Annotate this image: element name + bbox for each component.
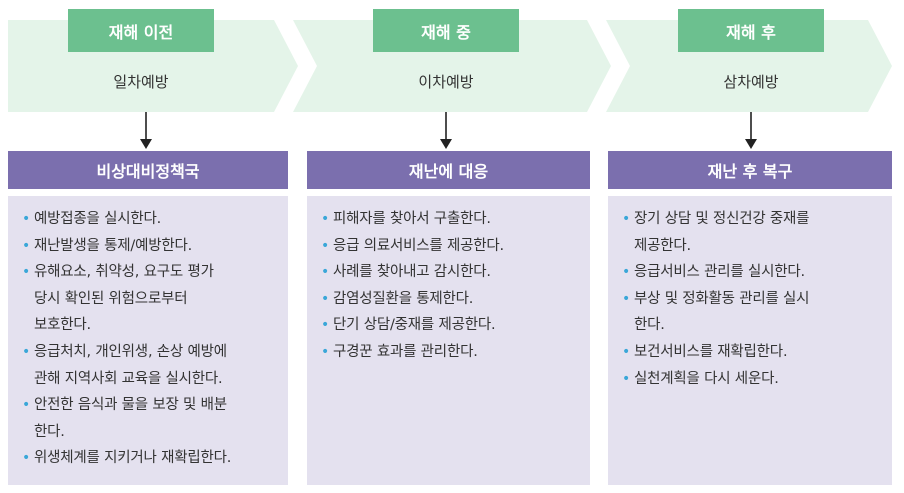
down-arrow-icon: [744, 112, 758, 150]
prevention-label-primary: 일차예방: [113, 72, 169, 91]
bullet-icon: •: [321, 264, 330, 281]
list-item-text: 피해자를 찾아서 구출한다.: [333, 211, 491, 227]
list-item-text: 재난발생을 통제/예방한다.: [34, 237, 193, 254]
bullet-icon: •: [321, 237, 330, 254]
bullet-icon: •: [22, 237, 31, 254]
bullet-icon: •: [622, 343, 631, 360]
phase-chevron-during: [293, 20, 611, 112]
prevention-label-tertiary: 삼차예방: [723, 72, 779, 91]
column-header-recovery: 재난 후 복구: [608, 151, 892, 189]
list-item: •피해자를 찾아서 구출한다.: [321, 206, 582, 233]
bullet-icon: •: [22, 211, 31, 227]
list-item: •구경꾼 효과를 관리한다.: [321, 339, 582, 366]
list-item-text: 보건서비스를 재확립한다.: [634, 343, 788, 360]
bullet-list: •예방접종을 실시한다.•재난발생을 통제/예방한다.•유해요소, 취약성, 요…: [8, 196, 288, 472]
list-item-text: 단기 상담/중재를 제공한다.: [333, 317, 496, 334]
list-item: •실천계획을 다시 세운다.: [622, 366, 884, 393]
bullet-icon: •: [622, 370, 631, 387]
list-item-text: 구경꾼 효과를 관리한다.: [333, 343, 478, 360]
list-item: •응급 의료서비스를 제공한다.: [321, 233, 582, 260]
list-item: •감염성질환을 통제한다.: [321, 286, 582, 313]
bullet-icon: •: [321, 343, 330, 360]
list-item: •예방접종을 실시한다.: [22, 206, 280, 233]
panel-during: •피해자를 찾아서 구출한다.•응급 의료서비스를 제공한다.•사례를 찾아내고…: [307, 196, 590, 485]
prevention-label-secondary: 이차예방: [418, 72, 474, 91]
bullet-icon: •: [321, 317, 330, 334]
list-item: •위생체계를 지키거나 재확립한다.: [22, 445, 280, 472]
bullet-icon: •: [321, 211, 330, 227]
phase-tag-before: 재해 이전: [68, 9, 214, 52]
list-item-text: 응급 의료서비스를 제공한다.: [333, 237, 504, 254]
list-item: •응급서비스 관리를 실시한다.: [622, 259, 884, 286]
list-item-text: 사례를 찾아내고 감시한다.: [333, 264, 491, 281]
list-item-text: 감염성질환을 통제한다.: [333, 290, 474, 307]
bullet-icon: •: [622, 211, 631, 227]
bullet-icon: •: [22, 450, 31, 467]
bullet-list: •피해자를 찾아서 구출한다.•응급 의료서비스를 제공한다.•사례를 찾아내고…: [307, 196, 590, 366]
list-item-text: 실천계획을 다시 세운다.: [634, 370, 779, 387]
panel-before: •예방접종을 실시한다.•재난발생을 통제/예방한다.•유해요소, 취약성, 요…: [8, 196, 288, 485]
list-item: •단기 상담/중재를 제공한다.: [321, 312, 582, 339]
list-item: •보건서비스를 재확립한다.: [622, 339, 884, 366]
list-item-text: 위생체계를 지키거나 재확립한다.: [34, 450, 232, 467]
down-arrow-icon: [139, 112, 153, 150]
bullet-icon: •: [622, 290, 631, 307]
bullet-icon: •: [321, 290, 330, 307]
list-item: •재난발생을 통제/예방한다.: [22, 233, 280, 260]
phase-tag-during: 재해 중: [373, 9, 519, 52]
bullet-icon: •: [22, 397, 31, 414]
list-item-text: 예방접종을 실시한다.: [34, 211, 162, 227]
down-arrow-icon: [439, 112, 453, 150]
list-item-text: 응급서비스 관리를 실시한다.: [634, 264, 805, 281]
bullet-icon: •: [622, 264, 631, 281]
column-header-response: 재난에 대응: [307, 151, 590, 189]
bullet-icon: •: [22, 343, 31, 360]
list-item: •사례를 찾아내고 감시한다.: [321, 259, 582, 286]
column-header-policy: 비상대비정책국: [8, 151, 288, 189]
bullet-icon: •: [22, 264, 31, 281]
phase-tag-after: 재해 후: [678, 9, 824, 52]
